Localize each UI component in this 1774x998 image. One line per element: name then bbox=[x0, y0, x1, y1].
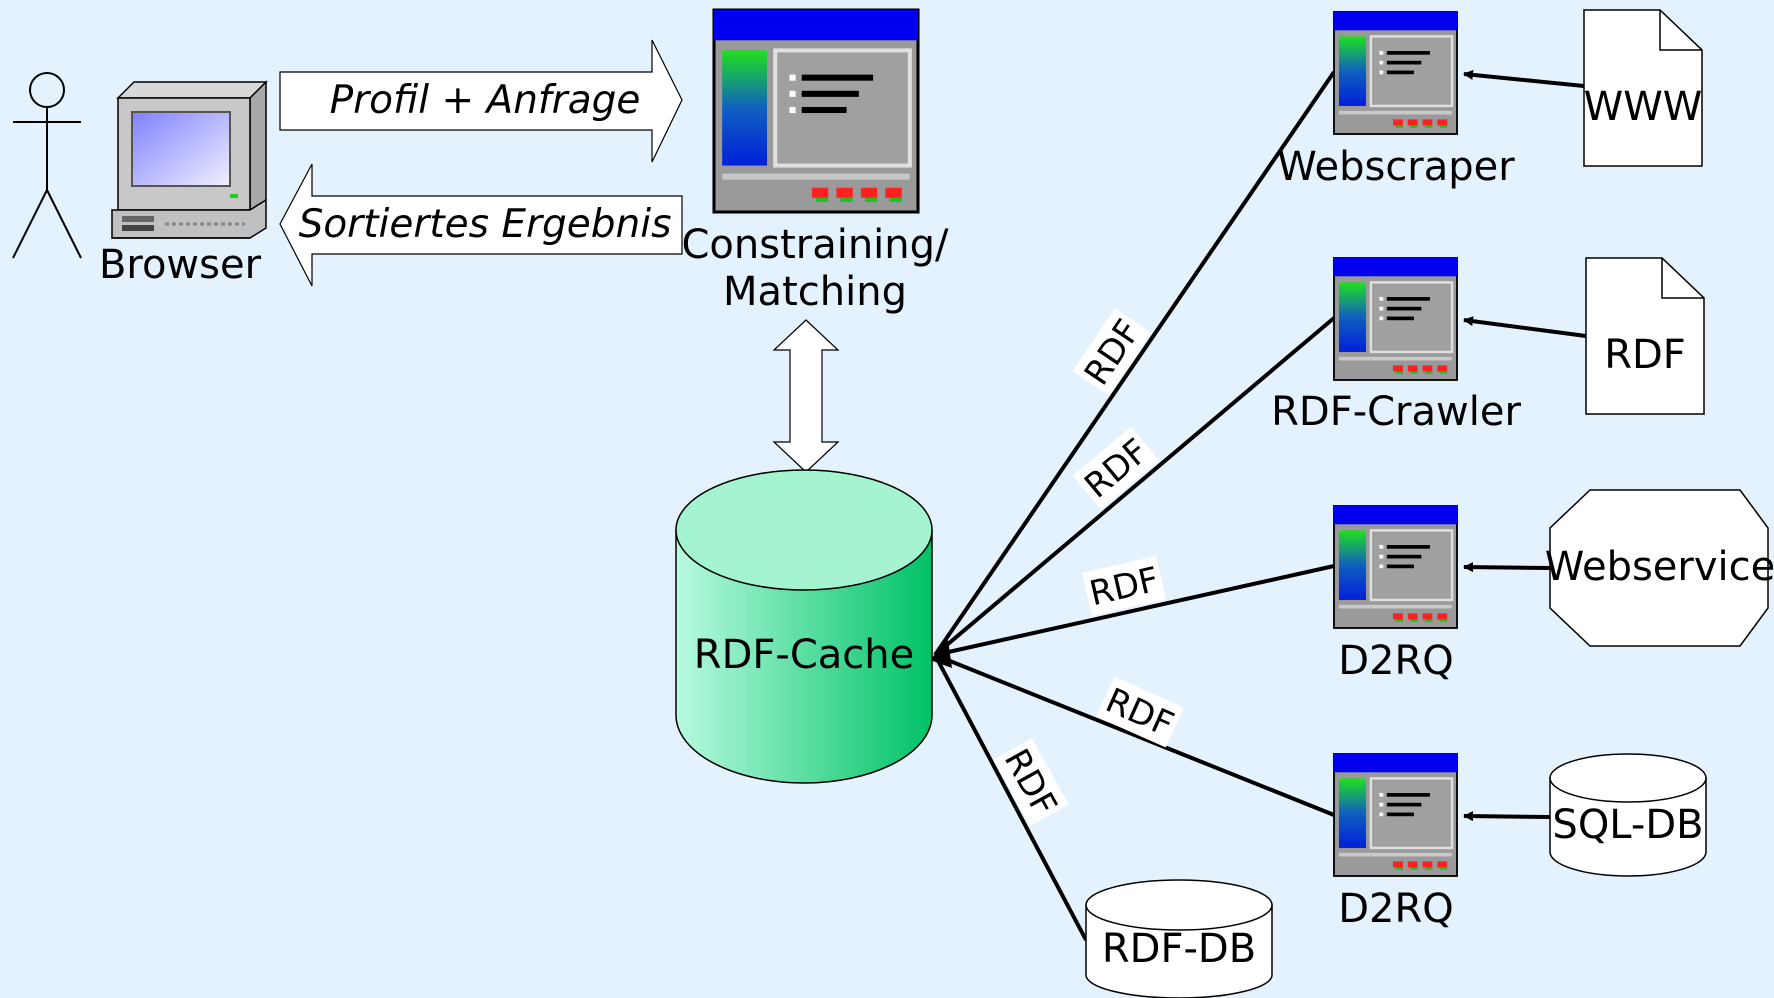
browser-label: Browser bbox=[99, 242, 262, 288]
rdf-crawler-label: RDF-Crawler bbox=[1271, 389, 1521, 435]
source-arrows bbox=[1463, 69, 1587, 822]
d2rq-window-icon-1 bbox=[1332, 504, 1459, 630]
edge-rdf-db bbox=[933, 654, 1088, 941]
edge-rdf-crawler bbox=[933, 316, 1336, 657]
rdf-db-label: RDF-DB bbox=[1102, 926, 1256, 972]
sql-db-cylinder bbox=[1549, 753, 1707, 877]
www-label: WWW bbox=[1584, 84, 1703, 130]
d2rq-window-icon-2 bbox=[1332, 752, 1459, 878]
rdf-document-icon bbox=[1585, 257, 1705, 415]
edge-webscraper bbox=[933, 70, 1336, 657]
arrow-webservice-to-d2rq bbox=[1463, 562, 1551, 573]
edge-label-1: RDF bbox=[1072, 308, 1152, 396]
d2rq-label-1: D2RQ bbox=[1338, 638, 1454, 684]
edge-label-2: RDF bbox=[1072, 426, 1160, 510]
rdf-crawler-window-icon bbox=[1332, 256, 1459, 382]
edge-label-5: RDF bbox=[993, 738, 1069, 826]
request-arrow-label: Profil + Anfrage bbox=[330, 78, 641, 123]
constraining-window-icon bbox=[714, 10, 918, 212]
d2rq-label-2: D2RQ bbox=[1338, 886, 1454, 932]
constraining-label-line2: Matching bbox=[723, 269, 907, 315]
rdf-db-cylinder bbox=[1085, 879, 1273, 998]
webscraper-window-icon bbox=[1332, 10, 1459, 136]
rdf-source-label: RDF bbox=[1604, 332, 1686, 378]
webservice-label: Webservice bbox=[1545, 544, 1774, 590]
request-arrow bbox=[279, 39, 683, 163]
webservice-octagon bbox=[1549, 489, 1769, 647]
constraining-label-line1: Constraining/ bbox=[681, 222, 949, 268]
webscraper-label: Webscraper bbox=[1277, 144, 1515, 190]
arrow-rdf-to-crawler bbox=[1463, 316, 1587, 338]
actor-figure bbox=[12, 72, 82, 259]
rdf-cache-label: RDF-Cache bbox=[694, 632, 914, 678]
edge-d2rq-2 bbox=[934, 653, 1335, 817]
computer-icon bbox=[111, 80, 268, 239]
edge-d2rq-1 bbox=[934, 564, 1335, 657]
www-document-icon bbox=[1583, 9, 1703, 167]
rdf-cache-cylinder bbox=[675, 469, 933, 784]
arrow-www-to-webscraper bbox=[1463, 69, 1585, 88]
cache-arrowhead bbox=[930, 640, 952, 668]
edges bbox=[933, 70, 1336, 941]
response-arrow-label: Sortiertes Ergebnis bbox=[299, 202, 672, 247]
response-arrow bbox=[279, 163, 683, 287]
sql-db-label: SQL-DB bbox=[1552, 802, 1703, 848]
bidirectional-arrow bbox=[772, 319, 840, 473]
arrow-sqldb-to-d2rq bbox=[1463, 811, 1551, 822]
